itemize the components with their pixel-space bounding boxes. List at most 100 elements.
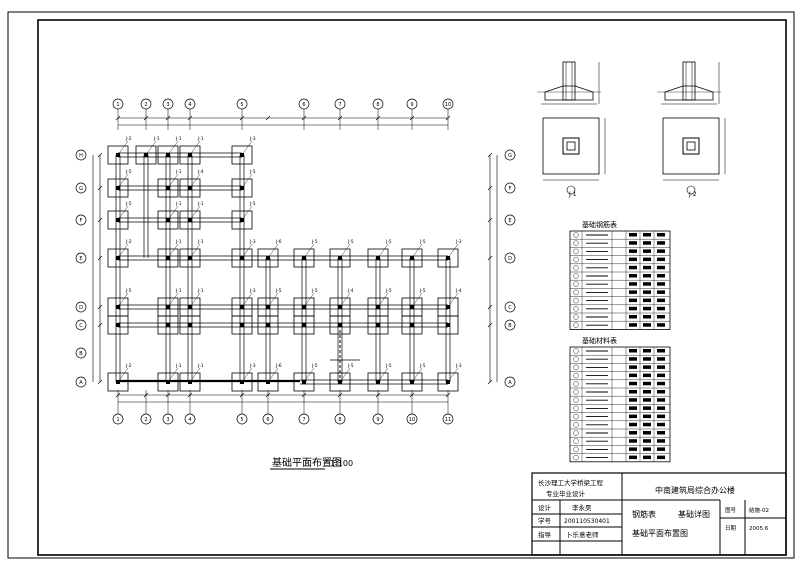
material-table-index [573, 348, 579, 354]
footing-label: J-4 [455, 288, 462, 294]
axis-right-A-label: A [508, 380, 512, 386]
section-1-plan [542, 117, 600, 175]
axis-top-8: 8 [372, 98, 384, 110]
rebar-table-index [573, 297, 579, 304]
footing-pad [329, 315, 351, 335]
axis-top-1-label: 1 [116, 102, 119, 108]
rebar-table-cell-text [629, 306, 637, 311]
leader [117, 243, 129, 259]
footing-label: J-5 [419, 288, 426, 294]
axis-left-F-label: F [80, 218, 83, 224]
leader [167, 205, 179, 221]
footing-label: J-1 [175, 201, 182, 207]
footing-pad [107, 315, 129, 335]
material-table-cell-text [657, 381, 665, 386]
rebar-table-index [573, 281, 579, 287]
material-table-index [573, 454, 579, 461]
footing-label: J-5 [249, 169, 256, 175]
section-2-plan [662, 117, 720, 175]
rebar-table-cell-text [657, 257, 665, 262]
axis-bottom-5-label: 5 [240, 417, 243, 423]
rebar-table-index [573, 273, 579, 279]
rebar-table-cell-text [657, 323, 665, 327]
footing-label: J-1 [175, 136, 182, 142]
axis-bottom-5: 5 [236, 413, 248, 425]
footing-label: J-5 [347, 239, 354, 245]
footing-pad [157, 315, 179, 335]
rebar-table-cell-text [657, 241, 665, 245]
axis-left-E: E [75, 252, 87, 264]
footing-label: J-5 [419, 239, 426, 245]
axis-right-E: E [504, 214, 516, 226]
material-table-cell-text [657, 431, 665, 435]
rebar-table-index [573, 289, 579, 296]
rebar-table-index [573, 265, 579, 271]
axis-right-D: D [504, 252, 516, 264]
axis-left-D-circle [75, 301, 87, 313]
footing-label: J-2 [125, 363, 132, 369]
axis-right-C-label: C [508, 305, 512, 311]
axis-left-D-label: D [79, 305, 83, 311]
leader [117, 292, 129, 308]
material-table-cell-text [657, 439, 665, 443]
axis-top-2: 2 [140, 98, 152, 110]
axis-left-C-label: C [79, 323, 83, 329]
footing-label: J-3 [455, 239, 462, 245]
footing-pad [257, 315, 279, 335]
footing-pad [179, 372, 201, 392]
footing-pad [107, 248, 129, 268]
footing-pad [231, 178, 253, 198]
footing-pad [367, 372, 389, 392]
footing-label: J-1 [197, 136, 204, 142]
rebar-table-cell-text [629, 282, 637, 286]
tb-school: 长沙理工大学桥梁工程 [538, 478, 604, 487]
axis-bottom-11-circle [442, 413, 454, 425]
material-table-cell-text [629, 406, 637, 410]
footing-label: J-5 [385, 288, 392, 294]
footing-label: J-1 [153, 136, 160, 142]
footing-pad [231, 145, 253, 165]
dim-tick [487, 304, 493, 310]
footing-pad [231, 248, 253, 268]
footing-label: J-2 [125, 239, 132, 245]
leader [339, 367, 351, 383]
axis-right-D-circle [504, 252, 516, 264]
leader [167, 173, 179, 189]
leader [241, 140, 253, 156]
tb-designer-name: 李永昊 [572, 503, 592, 512]
footing-label: J-6 [275, 363, 282, 369]
footing-pad [257, 372, 279, 392]
footing-pad [231, 315, 253, 335]
axis-top-5-label: 5 [240, 102, 243, 108]
material-table-cell-text [643, 455, 651, 460]
footing-label: J-2 [125, 136, 132, 142]
material-table-index [573, 372, 579, 379]
tb-student-no: 200110530401 [564, 518, 610, 525]
footing-pad [179, 315, 201, 335]
leader [117, 173, 129, 189]
axis-bottom-1-label: 1 [116, 417, 119, 423]
rebar-table-cell-text [643, 265, 651, 270]
table1-title: 基础钢筋表 [582, 220, 617, 229]
axis-top-4-circle [184, 98, 196, 110]
tb-date-label: 日期 [725, 525, 737, 532]
axis-bottom-1: 1 [112, 413, 124, 425]
column [410, 323, 414, 327]
plan-title: 基础平面布置图 [272, 456, 342, 469]
axis-top-4: 4 [184, 98, 196, 110]
material-table-cell-text [629, 381, 637, 386]
material-table-cell-text [629, 455, 637, 460]
leader [303, 243, 315, 259]
material-table-cell-text [643, 447, 651, 451]
rebar-table-cell-text [643, 241, 651, 245]
axis-left-H: H [75, 149, 87, 161]
footing-label: J-1 [175, 169, 182, 175]
axis-left-B: B [75, 347, 87, 359]
axis-bottom-8-circle [334, 413, 346, 425]
rebar-table-cell-text [629, 249, 637, 253]
section-2-footing [664, 85, 714, 101]
footing-pad [157, 210, 179, 230]
leader [377, 292, 389, 308]
footing-label: J-5 [125, 169, 132, 175]
